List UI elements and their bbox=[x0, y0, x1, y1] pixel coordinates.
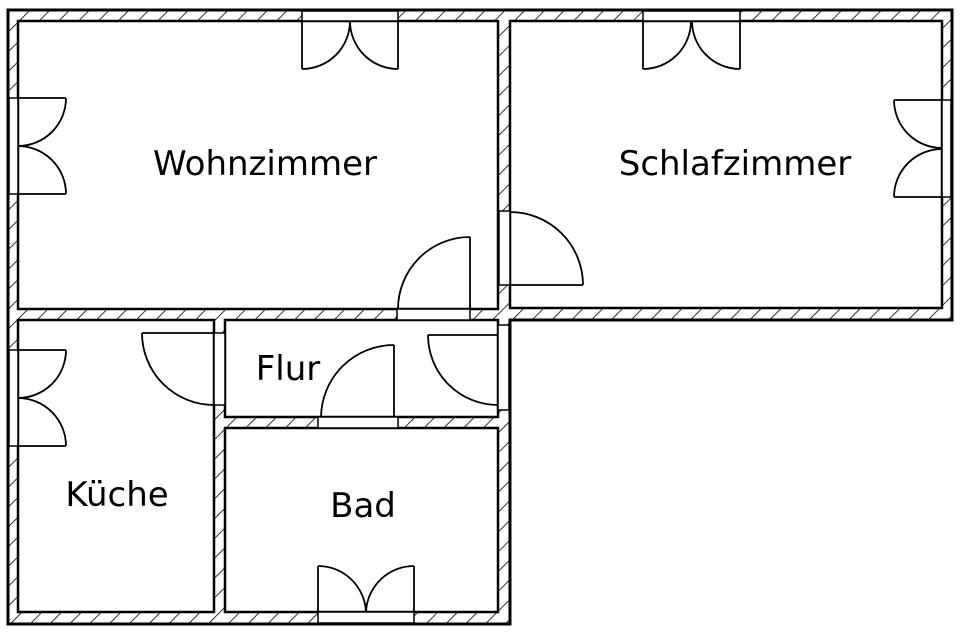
label-schlafzimmer: Schlafzimmer bbox=[619, 144, 852, 184]
door-kueche bbox=[141, 332, 226, 406]
window-kueche-left bbox=[8, 349, 67, 447]
room-kueche bbox=[16, 318, 216, 614]
window-schlafzimmer-top bbox=[642, 10, 741, 70]
room-wohnzimmer bbox=[16, 19, 500, 311]
door-entrance bbox=[427, 324, 510, 411]
door-schlafzimmer bbox=[498, 210, 584, 286]
room-bad bbox=[223, 426, 500, 614]
label-wohnzimmer: Wohnzimmer bbox=[153, 144, 377, 184]
window-wohnzimmer-left bbox=[8, 97, 67, 195]
label-kueche: Küche bbox=[65, 475, 168, 515]
door-wohnzimmer bbox=[396, 236, 471, 321]
label-bad: Bad bbox=[330, 486, 396, 526]
window-wohnzimmer-top bbox=[301, 10, 399, 70]
room-flur bbox=[223, 318, 500, 419]
window-bad-bottom bbox=[317, 565, 415, 624]
label-flur: Flur bbox=[256, 349, 321, 389]
door-bad bbox=[317, 344, 399, 429]
window-schlafzimmer-right bbox=[893, 99, 952, 198]
